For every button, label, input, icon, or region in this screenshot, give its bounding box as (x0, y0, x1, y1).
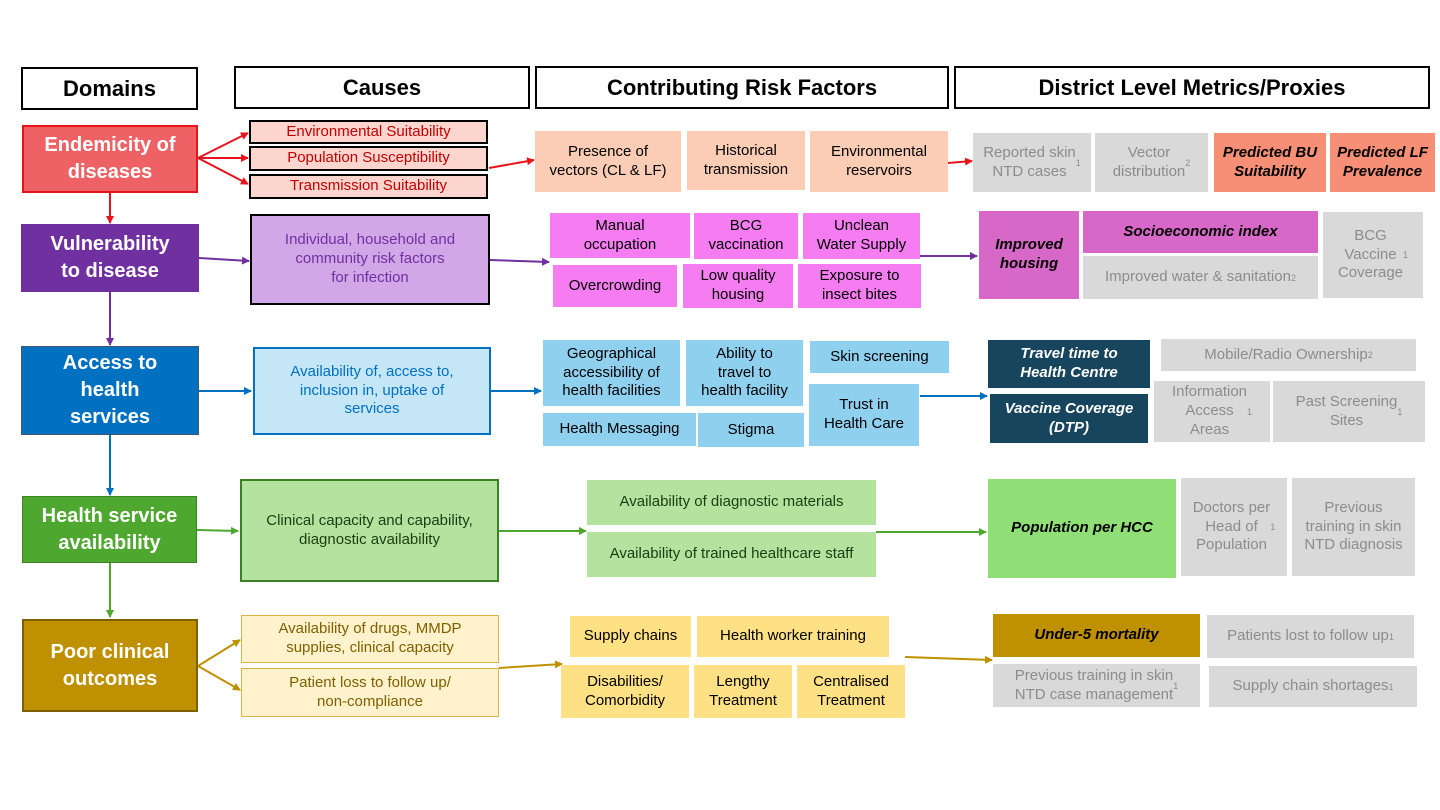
header-metrics: District Level Metrics/Proxies (954, 66, 1430, 109)
risk-supply-chains: Supply chains (570, 616, 691, 657)
domain-vulnerability: Vulnerability to disease (21, 224, 199, 292)
metric-text: Mobile/Radio Ownership (1204, 345, 1368, 363)
risk-health-messaging: Health Messaging (543, 413, 696, 446)
metric-text: Reported skin NTD cases (983, 143, 1076, 180)
metric-text: Previous training in skin NTD case manag… (1014, 666, 1174, 703)
cause-environmental-suitability: Environmental Suitability (249, 120, 488, 144)
risk-manual-occupation: Manual occupation (550, 213, 690, 258)
risk-skin-screening: Skin screening (810, 341, 949, 373)
metric-text: Doctors per Head of Population (1192, 498, 1271, 554)
risk-ability-to-travel: Ability to travel to health facility (686, 340, 803, 406)
metric-text: Vector distribution (1112, 143, 1186, 180)
risk-presence-of-vectors: Presence of vectors (CL & LF) (535, 131, 681, 192)
header-domains: Domains (21, 67, 198, 110)
risk-environmental-reservoirs: Environmental reservoirs (810, 131, 948, 192)
domain-endemicity: Endemicity of diseases (22, 125, 198, 193)
risk-low-quality-housing: Low quality housing (683, 264, 793, 308)
risk-geographical-accessibility: Geographical accessibility of health fac… (543, 340, 680, 406)
header-causes: Causes (234, 66, 530, 109)
risk-exposure-to-insect-bites: Exposure to insect bites (798, 264, 921, 308)
risk-unclean-water-supply: Unclean Water Supply (803, 213, 920, 259)
cause-individual-risk-factors: Individual, household and community risk… (250, 214, 490, 305)
risk-health-worker-training: Health worker training (697, 616, 889, 657)
risk-centralised-treatment: Centralised Treatment (797, 665, 905, 718)
metric-travel-time-to-health-centre: Travel time to Health Centre (988, 340, 1150, 388)
metric-previous-training-case-management: Previous training in skin NTD case manag… (993, 664, 1200, 707)
metric-text: Improved water & sanitation (1105, 268, 1291, 286)
risk-historical-transmission: Historical transmission (687, 131, 805, 190)
risk-overcrowding: Overcrowding (553, 265, 677, 307)
domain-access: Access to health services (21, 346, 199, 435)
metric-under-5-mortality: Under-5 mortality (993, 614, 1200, 657)
cause-patient-loss-to-follow-up: Patient loss to follow up/ non-complianc… (241, 668, 499, 717)
metric-text: Past Screening Sites (1295, 392, 1398, 429)
metric-predicted-lf-prevalence: Predicted LF Prevalence (1330, 133, 1435, 192)
cause-transmission-suitability: Transmission Suitability (249, 174, 488, 199)
domain-availability: Health service availability (22, 496, 197, 563)
risk-availability-diagnostic-materials: Availability of diagnostic materials (587, 480, 876, 525)
metric-improved-housing: Improved housing (979, 211, 1079, 299)
cause-clinical-capacity: Clinical capacity and capability, diagno… (240, 479, 499, 582)
header-risk-factors: Contributing Risk Factors (535, 66, 949, 109)
metric-text: BCG Vaccine Coverage (1337, 226, 1404, 282)
risk-availability-trained-staff: Availability of trained healthcare staff (587, 532, 876, 577)
metric-text: Patients lost to follow up (1227, 627, 1389, 645)
risk-lengthy-treatment: Lengthy Treatment (694, 665, 792, 718)
metric-socioeconomic-index: Socioeconomic index (1083, 211, 1318, 253)
risk-bcg-vaccination: BCG vaccination (694, 213, 798, 259)
metric-text: Information Access Areas (1171, 383, 1248, 438)
risk-stigma: Stigma (698, 413, 804, 447)
risk-trust-in-health-care: Trust in Health Care (809, 384, 919, 446)
metric-text: Supply chain shortages (1232, 677, 1389, 695)
metric-vaccine-coverage-dtp: Vaccine Coverage (DTP) (990, 394, 1148, 443)
risk-disabilities-comorbidity: Disabilities/ Comorbidity (561, 665, 689, 718)
metric-population-per-hcc: Population per HCC (988, 479, 1176, 578)
domain-outcomes: Poor clinical outcomes (22, 619, 198, 712)
metric-previous-training-diagnosis: Previous training in skin NTD diagnosis (1292, 478, 1415, 576)
cause-population-susceptibility: Population Susceptibility (249, 146, 488, 171)
cause-availability-of-drugs: Availability of drugs, MMDP supplies, cl… (241, 615, 499, 663)
cause-availability-access-uptake: Availability of, access to, inclusion in… (253, 347, 491, 435)
metric-predicted-bu-suitability: Predicted BU Suitability (1214, 133, 1326, 192)
